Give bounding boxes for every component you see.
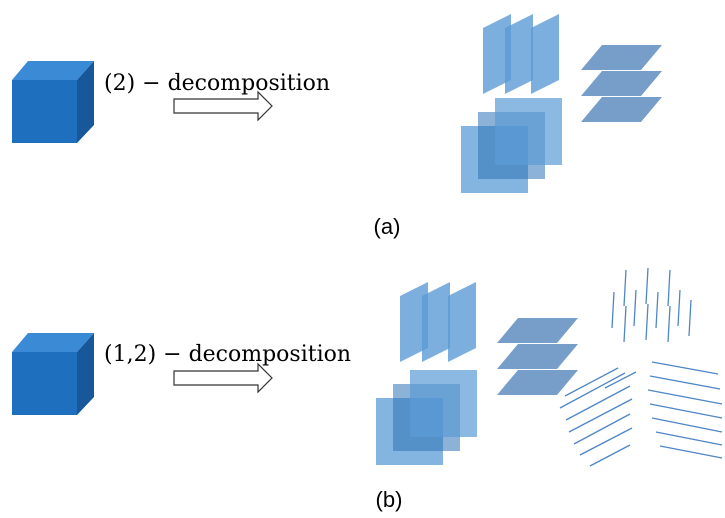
lateral-slices-b [400, 282, 476, 362]
frontal-slices-a [461, 98, 562, 193]
decomposition-label-b: (1,2) − decomposition [104, 342, 351, 367]
frontal-slices-b [376, 370, 477, 465]
panel-a: (2) − decomposition (a) [12, 14, 662, 239]
panel-b: (1,2) − decomposition [12, 267, 723, 512]
caption-b: (b) [376, 487, 403, 512]
lateral-slices-a [483, 14, 559, 94]
horizontal-fibers-b [647, 361, 723, 459]
vertical-fibers-b [611, 267, 692, 343]
horizontal-slices-a [581, 45, 662, 122]
tensor-cube-b [12, 333, 94, 415]
caption-a: (a) [374, 214, 401, 239]
horizontal-slices-b [497, 318, 578, 395]
arrow-a [173, 90, 273, 122]
tensor-cube-a [12, 61, 94, 143]
decomposition-label-a: (2) − decomposition [104, 71, 330, 96]
arrow-b [173, 362, 273, 394]
diagonal-fibers-b [559, 367, 637, 467]
